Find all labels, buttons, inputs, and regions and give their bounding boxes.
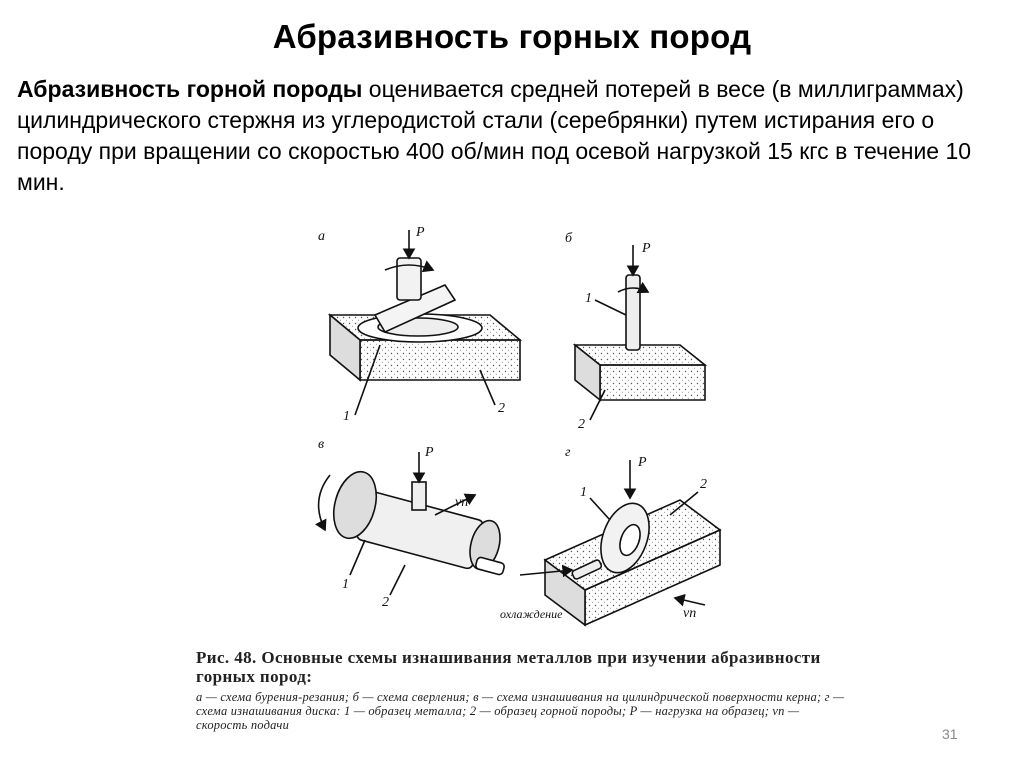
panel-v-force: P	[424, 445, 434, 460]
panel-v-letter: в	[318, 437, 324, 452]
panel-a-label-1: 1	[343, 409, 350, 424]
wear-schemes-figure: а P 1 2 б P 1 2 в P vп 1 2 г P vп охлажд…	[314, 225, 722, 627]
slide-title: Абразивность горных пород	[272, 18, 752, 55]
panel-a-letter: а	[318, 229, 325, 244]
panel-b	[572, 245, 708, 421]
panel-b-label-2: 2	[578, 417, 585, 432]
panel-g-letter: г	[565, 445, 571, 460]
panel-v	[314, 452, 505, 596]
panel-g-force: P	[637, 455, 647, 470]
panel-g	[519, 460, 722, 627]
panel-a-force: P	[415, 225, 425, 240]
intro-text: оценивается средней потерей в весе (в ми…	[17, 76, 972, 195]
panel-v-label-2: 2	[382, 595, 389, 610]
panel-v-velocity: vп	[455, 495, 468, 510]
panel-a	[327, 230, 523, 416]
figure-caption: Рис. 48. Основные схемы изнашивания мета…	[196, 648, 846, 732]
panel-b-letter: б	[565, 231, 573, 246]
caption-title: Рис. 48. Основные схемы изнашивания мета…	[196, 648, 821, 686]
caption-text: а — схема бурения-резания; б — схема све…	[196, 690, 845, 732]
panel-g-label-1: 1	[580, 485, 587, 500]
intro-bold-term: Абразивность горной породы	[17, 76, 363, 102]
panel-a-label-2: 2	[498, 401, 505, 416]
panel-b-label-1: 1	[585, 291, 592, 306]
slide-number: 31	[942, 726, 958, 742]
panel-g-velocity: vп	[683, 606, 696, 621]
panel-b-force: P	[641, 241, 651, 256]
panel-g-cooling: охлаждение	[500, 607, 563, 621]
panel-g-label-2: 2	[700, 477, 707, 492]
intro-paragraph: Абразивность горной породы оценивается с…	[17, 74, 1012, 198]
panel-v-label-1: 1	[342, 577, 349, 592]
